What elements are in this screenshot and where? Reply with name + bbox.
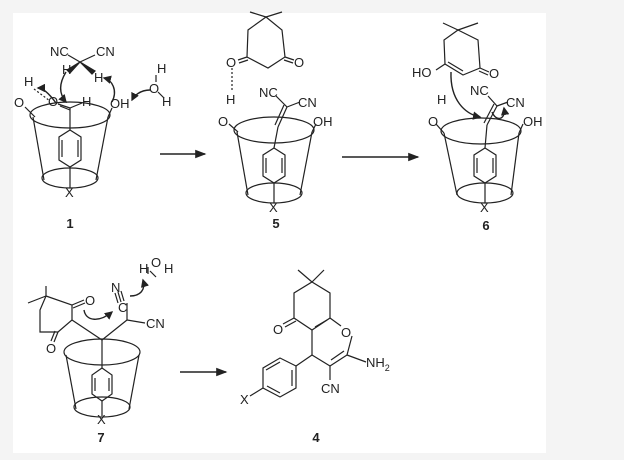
atom-label: O — [294, 55, 304, 70]
atom-label: O — [226, 55, 236, 70]
cyclodextrin-cup — [435, 22, 524, 204]
subscript: 2 — [385, 363, 390, 373]
atom-label: X — [480, 200, 489, 215]
atom-label: NC — [470, 83, 489, 98]
atom-label: H — [24, 74, 33, 89]
atom-label: OH — [523, 114, 543, 129]
atom-label: NC — [259, 85, 278, 100]
chromene-structure — [249, 269, 367, 398]
atom-label: NH2 — [366, 355, 390, 373]
compound-label: 4 — [312, 430, 320, 445]
curved-arrow — [129, 278, 150, 297]
atom-label: H — [62, 62, 71, 77]
cyclodextrin-cup — [24, 54, 165, 189]
compound-label: 1 — [66, 216, 73, 231]
atom-label: O — [151, 255, 161, 270]
atom-label: O — [149, 81, 159, 96]
atom-label: O — [489, 66, 499, 81]
atom-label: H — [226, 92, 235, 107]
cyclodextrin-cup — [228, 11, 317, 204]
compound-label: 7 — [97, 430, 104, 445]
atom-label: O — [14, 95, 24, 110]
compound-label: 6 — [482, 218, 489, 233]
atom-label: H — [162, 94, 171, 109]
curved-arrow — [450, 71, 482, 120]
atom-label: H — [437, 92, 446, 107]
cyclodextrin-cup — [27, 267, 157, 418]
curved-arrow — [131, 89, 151, 102]
atom-label: O — [85, 293, 95, 308]
atom-label: H — [94, 70, 103, 85]
compound-1: NC CN H H H O O H OH H O H X 1 — [14, 44, 171, 231]
atom-label: O — [218, 114, 228, 129]
curved-arrow — [83, 309, 114, 320]
curved-arrow — [58, 71, 67, 104]
atom-label: OH — [313, 114, 333, 129]
curved-arrow — [102, 75, 116, 103]
atom-label: O — [273, 322, 283, 337]
atom-label: HO — [412, 65, 432, 80]
compound-7: O O N C CN H O H X 7 — [27, 255, 173, 445]
atom-label: N — [111, 280, 120, 295]
atom-label: CN — [298, 95, 317, 110]
compound-6: HO O H O NC CN OH X 6 — [412, 22, 543, 233]
curved-arrow — [491, 106, 510, 119]
curved-arrow — [36, 83, 57, 104]
atom-label: CN — [96, 44, 115, 59]
atom-label: H — [139, 261, 148, 276]
atom-label: X — [240, 392, 249, 407]
compound-4: O O NH2 CN X 4 — [240, 269, 390, 445]
atom-label: X — [269, 200, 278, 215]
atom-label: X — [65, 185, 74, 200]
atom-label: O — [46, 341, 56, 356]
compound-5: O O H O NC CN OH X 5 — [218, 11, 333, 231]
atom-label: CN — [506, 95, 525, 110]
atom-label: O — [48, 94, 58, 109]
atom-label: C — [118, 300, 127, 315]
atom-label: X — [97, 412, 106, 427]
atom-label: H — [82, 94, 91, 109]
atom-label: H — [157, 61, 166, 76]
atom-label: O — [428, 114, 438, 129]
atom-label: NH — [366, 355, 385, 370]
atom-label: H — [164, 261, 173, 276]
figure-panel — [13, 13, 546, 453]
atom-label: O — [341, 325, 351, 340]
atom-label: CN — [321, 381, 340, 396]
atom-label: CN — [146, 316, 165, 331]
atom-label: NC — [50, 44, 69, 59]
compound-label: 5 — [272, 216, 279, 231]
atom-label: OH — [110, 96, 130, 111]
